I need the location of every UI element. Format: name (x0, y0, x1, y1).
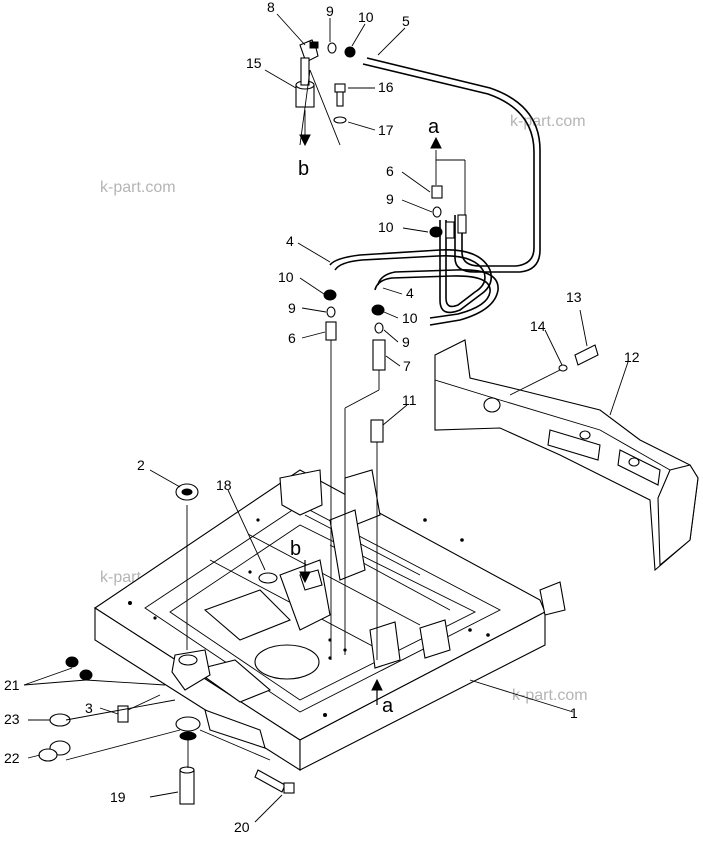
watermark-bottom-right: k-part.com (512, 687, 588, 704)
callout-12: 12 (624, 349, 640, 365)
counterweight-part (434, 339, 699, 572)
callout-3: 3 (85, 700, 93, 716)
callout-7: 7 (403, 358, 411, 374)
callout-19: 19 (110, 789, 126, 805)
callout-4-left: 4 (286, 233, 294, 249)
callout-10-right: 10 (402, 310, 418, 326)
ref-a-top: a (428, 116, 440, 138)
callout-16: 16 (378, 79, 394, 95)
fittings (38, 39, 599, 805)
reference-letters: a b a b (290, 116, 440, 717)
callout-2: 2 (137, 457, 145, 473)
direction-arrows (299, 134, 442, 705)
frame-part (93, 469, 566, 772)
ref-b-top: b (298, 158, 309, 180)
leader-lines (23, 13, 629, 823)
callout-23: 23 (4, 711, 20, 727)
callout-8: 8 (267, 0, 275, 15)
callout-1: 1 (570, 705, 578, 721)
callout-10-left: 10 (278, 269, 294, 285)
callout-21: 21 (4, 677, 20, 693)
callout-15: 15 (246, 55, 262, 71)
watermark-top-left: k-part.com (100, 179, 176, 196)
callout-18: 18 (216, 477, 232, 493)
ref-b-frame: b (290, 538, 301, 560)
callout-9-top: 9 (326, 3, 334, 19)
callout-5: 5 (402, 13, 410, 29)
callout-6-a: 6 (386, 163, 394, 179)
tubes (329, 57, 541, 326)
ref-a-frame: a (382, 695, 394, 717)
callout-20: 20 (234, 819, 250, 835)
callout-11: 11 (402, 392, 417, 408)
callout-9-right: 9 (402, 334, 410, 350)
callout-10-top: 10 (358, 9, 374, 25)
callout-9-a: 9 (386, 191, 394, 207)
callout-17: 17 (378, 122, 394, 138)
callout-labels: 8 9 10 5 15 16 17 6 9 10 4 10 9 6 4 10 9… (4, 0, 640, 835)
callout-10-a: 10 (378, 219, 394, 235)
callout-6-left: 6 (288, 330, 296, 346)
callout-22: 22 (4, 750, 20, 766)
callout-9-left: 9 (288, 300, 296, 316)
callout-13: 13 (566, 289, 582, 305)
callout-4-right: 4 (406, 285, 414, 301)
callout-14: 14 (530, 318, 546, 334)
